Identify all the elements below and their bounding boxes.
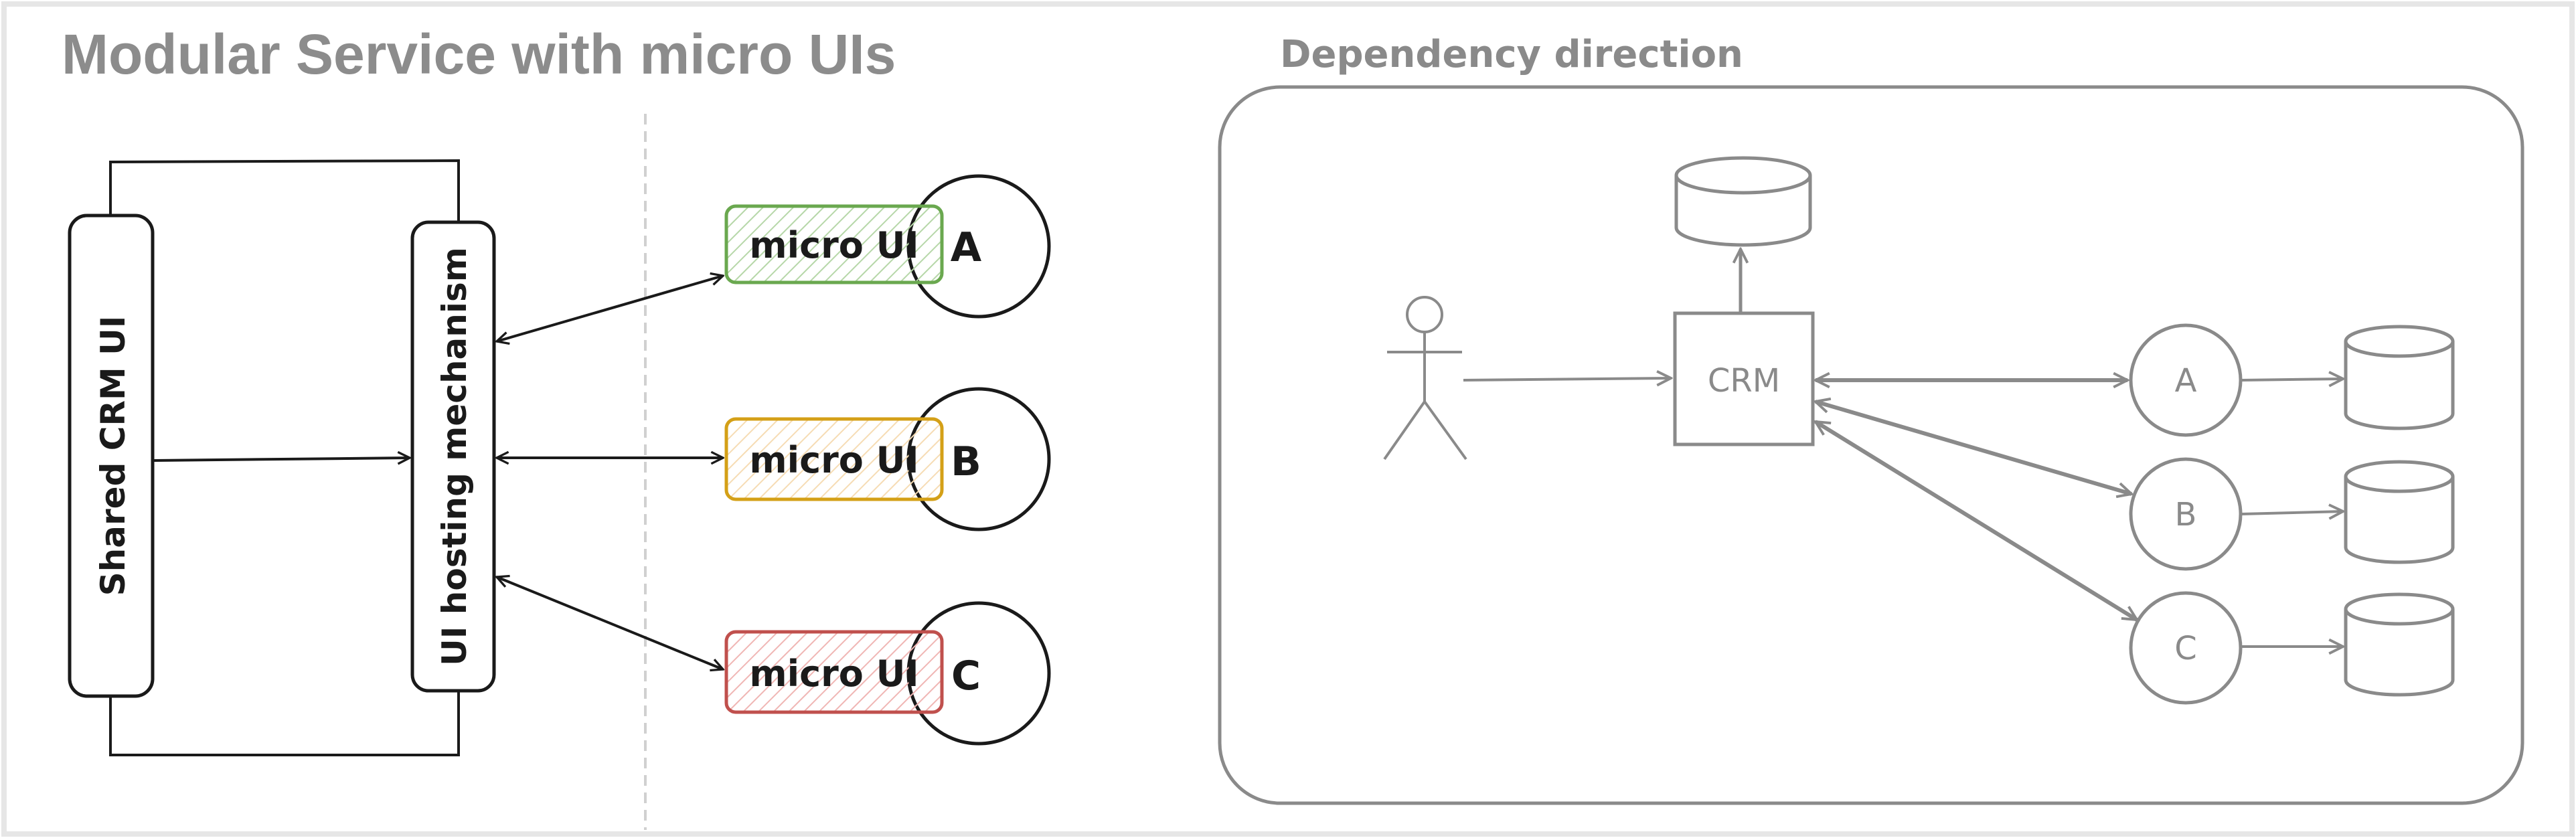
arrow-service-b-to-db [2241,511,2343,514]
micro-ui-b-letter: B [951,438,981,485]
micro-ui-a-letter: A [951,224,982,271]
arrow-crm-service-c [1816,420,2137,622]
arrow-shared-to-hosting [153,458,410,460]
left-diagram: Shared CRM UI UI hosting mechanism micro… [68,159,1051,756]
top-bracket-line [109,159,460,221]
bottom-bracket-line [109,689,460,756]
arrow-crm-service-b [1816,402,2131,494]
micro-ui-c: micro UI C [724,601,1051,746]
shared-crm-ui-label: Shared CRM UI [94,316,133,596]
micro-ui-a-label: micro UI [749,224,918,266]
arrow-hosting-micro-ui-a [497,276,723,341]
micro-ui-b-box [724,417,944,501]
arrow-service-a-to-db [2241,379,2343,380]
crm-box [1673,311,1815,446]
service-b-label: B [2175,496,2197,533]
dependency-title: Dependency direction [1280,33,1743,76]
service-c-database-icon [2344,592,2455,697]
micro-ui-c-box [724,630,944,714]
micro-ui-c-label: micro UI [749,653,918,695]
ui-hosting-label: UI hosting mechanism [435,247,474,666]
dependency-diagram: CRM A B C [1218,85,2524,805]
service-c-label: C [2174,630,2197,667]
arrow-hosting-micro-ui-c [497,577,723,669]
micro-ui-a-box [724,204,944,284]
service-a-label: A [2175,362,2197,400]
micro-ui-a: micro UI A [724,174,1051,319]
micro-ui-b-label: micro UI [749,439,918,481]
service-b-database-icon [2344,460,2455,564]
ui-hosting-box [410,220,496,693]
arrow-user-to-crm [1463,378,1671,380]
crm-label: CRM [1708,362,1780,400]
micro-ui-c-letter: C [951,653,981,699]
user-icon [1383,296,1467,460]
page-title: Modular Service with micro UIs [62,23,896,86]
service-c-circle [2129,591,2243,705]
shared-crm-ui-box [68,214,155,698]
service-a-circle [2129,323,2243,437]
micro-ui-b: micro UI B [724,387,1051,531]
service-a-database-icon [2344,325,2455,430]
dependency-frame [1218,85,2524,805]
crm-database-icon [1674,156,1812,247]
